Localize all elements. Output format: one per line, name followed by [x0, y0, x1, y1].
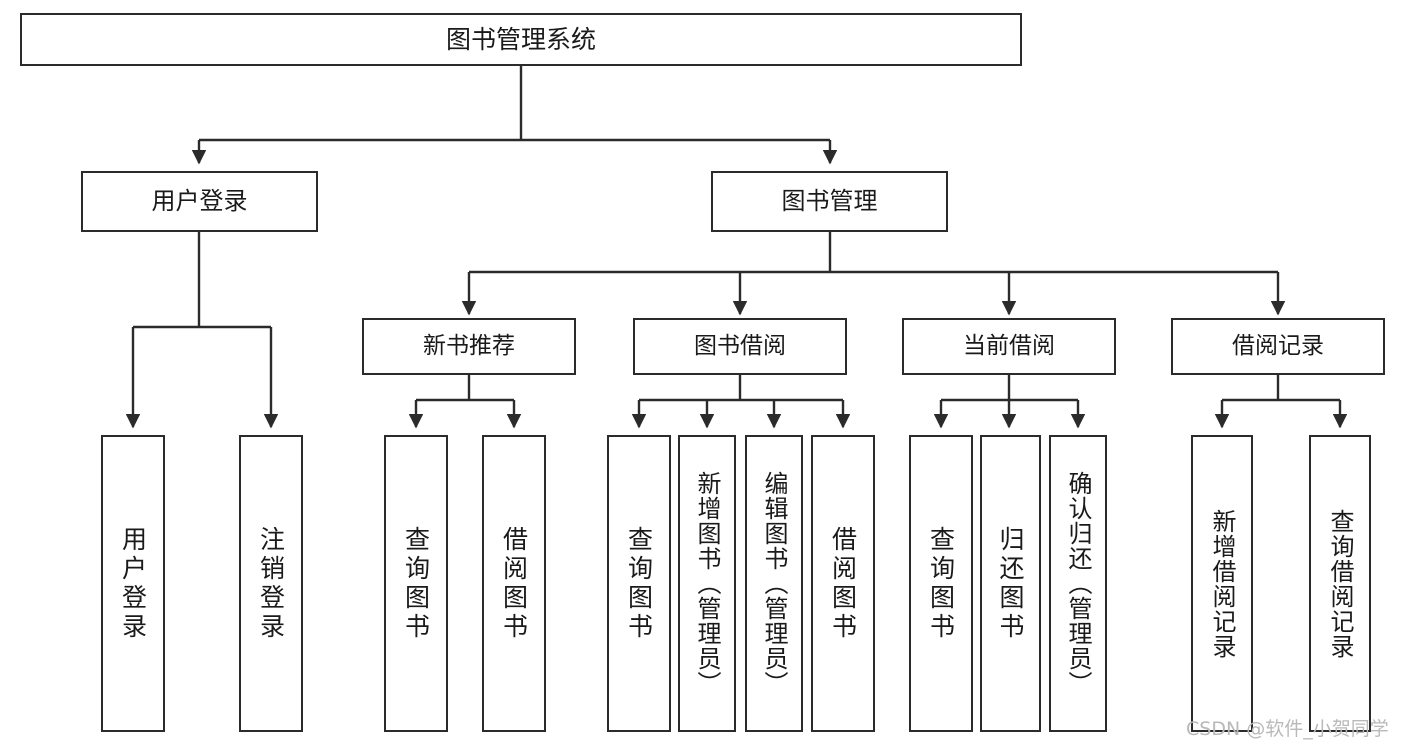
node-leaf-current-return-book[interactable]: 归还图书	[980, 435, 1041, 732]
node-book-management[interactable]: 图书管理	[711, 171, 948, 232]
node-leaf-newbook-query-book-label: 查询图书	[401, 525, 431, 642]
node-leaf-borrow-edit-book-label: 编辑图书（管理员）	[760, 471, 788, 696]
node-leaf-borrow-lend-book[interactable]: 借阅图书	[811, 435, 875, 732]
node-leaf-borrow-add-book-label: 新增图书（管理员）	[693, 471, 721, 696]
node-borrow-record-label: 借阅记录	[1232, 332, 1324, 359]
node-leaf-newbook-query-book[interactable]: 查询图书	[384, 435, 448, 732]
node-root-system-label: 图书管理系统	[445, 24, 596, 54]
node-leaf-record-add[interactable]: 新增借阅记录	[1191, 435, 1253, 732]
node-current-borrow[interactable]: 当前借阅	[902, 318, 1116, 375]
node-leaf-record-query[interactable]: 查询借阅记录	[1309, 435, 1371, 732]
node-leaf-current-return-book-label: 归还图书	[996, 525, 1025, 642]
node-borrow-record[interactable]: 借阅记录	[1171, 318, 1385, 375]
node-leaf-borrow-edit-book[interactable]: 编辑图书（管理员）	[745, 435, 803, 732]
node-book-borrow[interactable]: 图书借阅	[633, 318, 847, 375]
node-user-login[interactable]: 用户登录	[81, 171, 318, 232]
node-new-book-recommend[interactable]: 新书推荐	[362, 318, 576, 375]
node-leaf-borrow-lend-book-label: 借阅图书	[828, 525, 858, 642]
node-leaf-record-add-label: 新增借阅记录	[1208, 508, 1236, 659]
node-leaf-current-query-book-label: 查询图书	[926, 525, 956, 642]
node-leaf-current-confirm-return[interactable]: 确认归还（管理员）	[1049, 435, 1107, 732]
node-leaf-logout[interactable]: 注销登录	[239, 435, 303, 732]
node-current-borrow-label: 当前借阅	[963, 332, 1055, 359]
node-user-login-label: 用户登录	[151, 187, 248, 216]
node-book-management-label: 图书管理	[781, 187, 878, 216]
node-leaf-borrow-query-book-label: 查询图书	[624, 525, 654, 642]
node-leaf-newbook-borrow-book[interactable]: 借阅图书	[482, 435, 546, 732]
node-leaf-newbook-borrow-book-label: 借阅图书	[499, 525, 529, 642]
node-root-system[interactable]: 图书管理系统	[20, 13, 1022, 66]
node-new-book-recommend-label: 新书推荐	[423, 332, 515, 359]
node-leaf-login[interactable]: 用户登录	[101, 435, 165, 732]
node-leaf-login-label: 用户登录	[118, 525, 148, 642]
node-book-borrow-label: 图书借阅	[694, 332, 786, 359]
node-leaf-current-confirm-return-label: 确认归还（管理员）	[1064, 471, 1092, 696]
node-leaf-logout-label: 注销登录	[256, 525, 286, 642]
node-leaf-borrow-query-book[interactable]: 查询图书	[607, 435, 671, 732]
node-leaf-borrow-add-book[interactable]: 新增图书（管理员）	[678, 435, 736, 732]
node-leaf-record-query-label: 查询借阅记录	[1326, 508, 1354, 659]
node-leaf-current-query-book[interactable]: 查询图书	[909, 435, 973, 732]
